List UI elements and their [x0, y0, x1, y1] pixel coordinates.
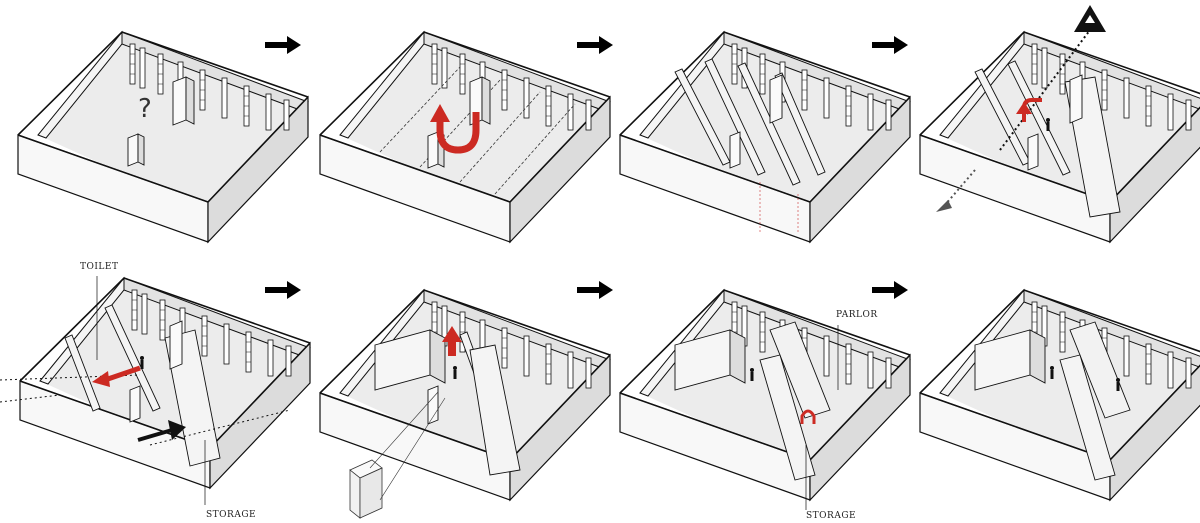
panel-step-2	[319, 31, 611, 243]
red-arrow-icon	[92, 365, 141, 387]
storage-label: STORAGE	[806, 511, 857, 521]
person-icon	[140, 356, 144, 369]
toilet-label: TOILET	[80, 262, 119, 272]
dotted-path	[0, 394, 61, 403]
dotted-path	[999, 29, 1091, 151]
person-icon	[453, 366, 457, 379]
up-arrow-icon	[442, 326, 462, 356]
step-arrow-icon	[265, 281, 301, 299]
person-icon	[750, 368, 754, 381]
question-mark: ?	[138, 94, 152, 124]
panel-step-7	[619, 289, 911, 501]
person-icon	[1050, 366, 1054, 379]
step-arrow-icon	[872, 36, 908, 54]
panel-step-6	[319, 289, 611, 501]
panel-step-3	[619, 31, 911, 243]
person-icon	[1046, 118, 1050, 131]
panel-step-8	[919, 289, 1200, 501]
step-arrow-icon	[577, 36, 613, 54]
leader-line	[369, 391, 439, 469]
triangle-icon	[1074, 5, 1106, 32]
grey-arrow-icon	[936, 200, 952, 212]
step-arrow-icon	[577, 281, 613, 299]
leader-line	[379, 397, 446, 501]
u-turn-arrow-icon	[800, 409, 816, 424]
parlor-label: PARLOR	[836, 310, 878, 320]
panel-step-4	[919, 31, 1200, 243]
storage-label: STORAGE	[206, 510, 257, 520]
black-arrow-icon	[137, 420, 186, 442]
panel-step-5	[19, 277, 311, 489]
step-arrow-icon	[872, 281, 908, 299]
dotted-path	[149, 409, 291, 446]
panel-step-1	[17, 31, 309, 243]
step-arrow-icon	[265, 36, 301, 54]
u-turn-arrow-icon	[430, 104, 480, 154]
turn-arrow-head	[1016, 102, 1032, 114]
person-icon	[1116, 378, 1120, 391]
cabinet-icon	[349, 459, 383, 519]
